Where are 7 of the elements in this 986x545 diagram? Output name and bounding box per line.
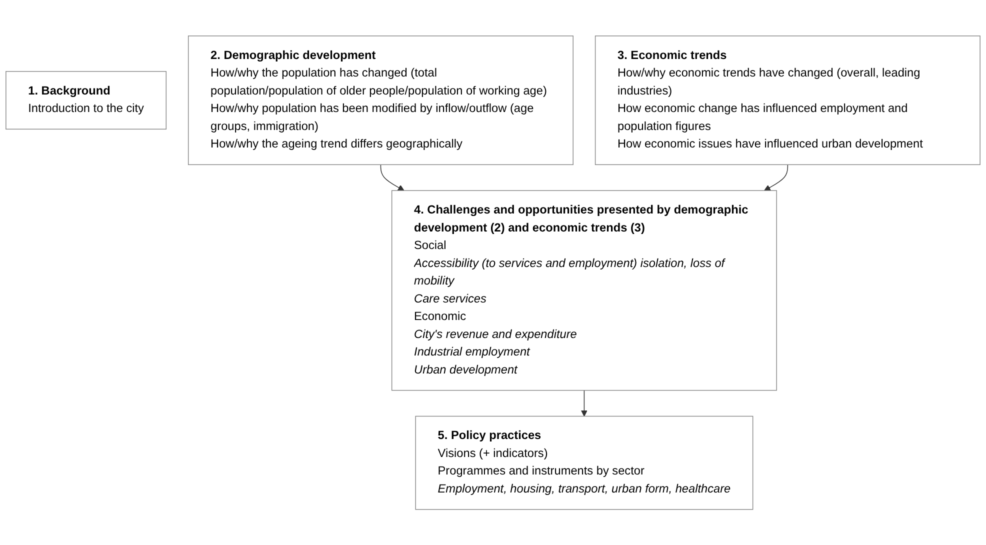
node-box: 3. Economic trends How/why economic trends have changed (overall, leading industries) How economic change has influenced employment and population figures How economic issues have influenced urban development [594, 35, 980, 165]
arrow [380, 164, 404, 191]
node-box: 1. Background Introduction to the city [6, 70, 167, 130]
arrow [580, 390, 588, 416]
node-box: 2. Demographic development How/why the population has changed (total population/population of older people/population of working age) How/why population has been modified by inflow/outflow (age groups, immigration) How/why the ageing trend differs geographically [188, 35, 574, 165]
arrow [764, 164, 788, 191]
node-box: 5. Policy practices Visions (+ indicators) Programmes and instruments by sector Employment, housing, transport, urban form, healthcare [415, 416, 754, 510]
